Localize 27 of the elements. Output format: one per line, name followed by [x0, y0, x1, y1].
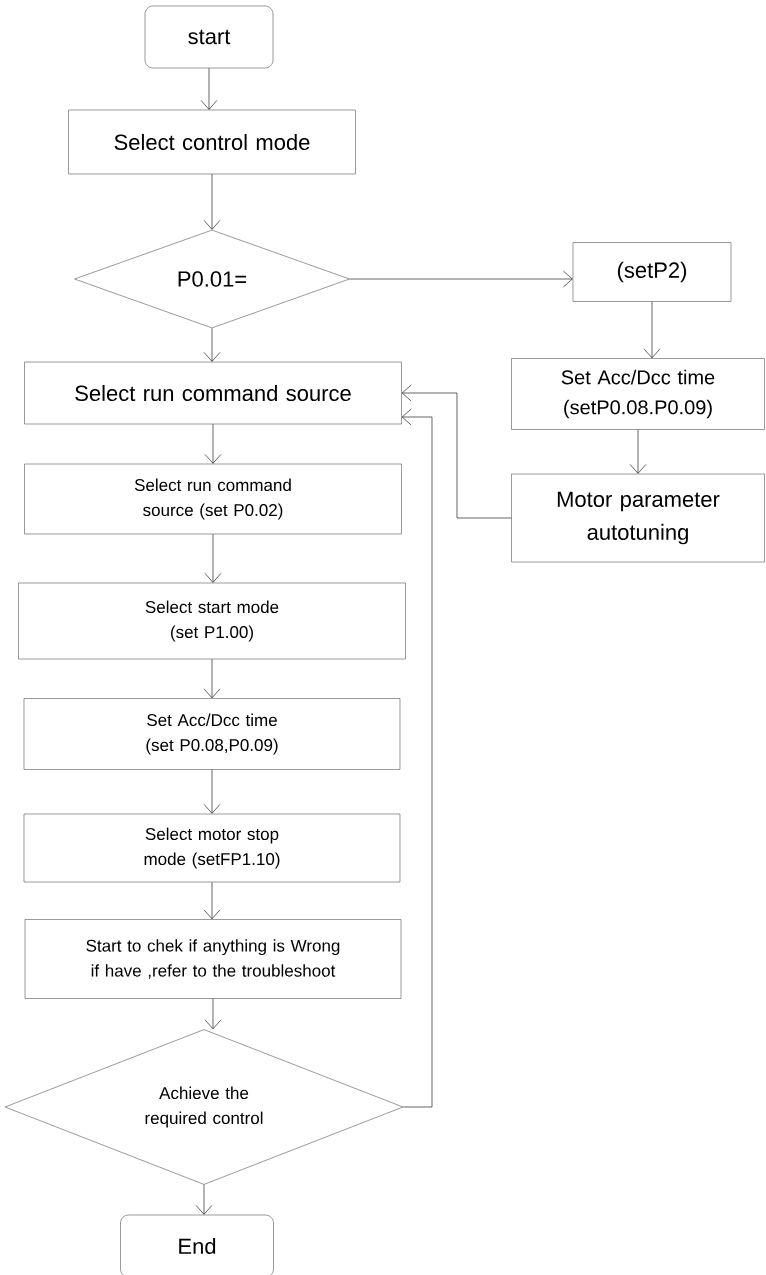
process-box: Set Acc/Dcc time (set P0.08,P0.09): [23, 698, 401, 770]
arrow: [349, 270, 573, 288]
arrow: [401, 408, 433, 1108]
arrow: [204, 423, 222, 464]
process-box: Set Acc/Dcc time (setP0.08.P0.09): [511, 358, 765, 430]
process-box: Motor parameter autotuning: [511, 473, 765, 563]
process-box: Select motor stop mode (setFP1.10): [23, 813, 401, 883]
process-box: Select control mode: [68, 109, 356, 175]
arrow: [629, 429, 647, 474]
arrow: [203, 327, 221, 362]
arrow: [204, 533, 222, 583]
arrow: [643, 301, 661, 359]
process-box: Select start mode (set P1.00): [18, 582, 406, 660]
arrow: [203, 173, 221, 230]
arrow: [203, 658, 221, 699]
process-box: Select run command source (set P0.02): [24, 463, 402, 535]
arrow: [401, 384, 512, 519]
start-box: start: [144, 5, 274, 69]
process-box: Select run command source: [24, 361, 402, 425]
process-box: (setP2): [572, 242, 732, 302]
process-box: Start to chek if anything is Wrong if have ,refer to the troubleshoot: [24, 919, 402, 999]
end-box: End: [120, 1214, 274, 1275]
arrow: [203, 881, 221, 920]
arrow: [195, 1184, 213, 1215]
arrow: [204, 998, 222, 1030]
arrow: [200, 67, 218, 110]
arrow: [203, 769, 221, 814]
